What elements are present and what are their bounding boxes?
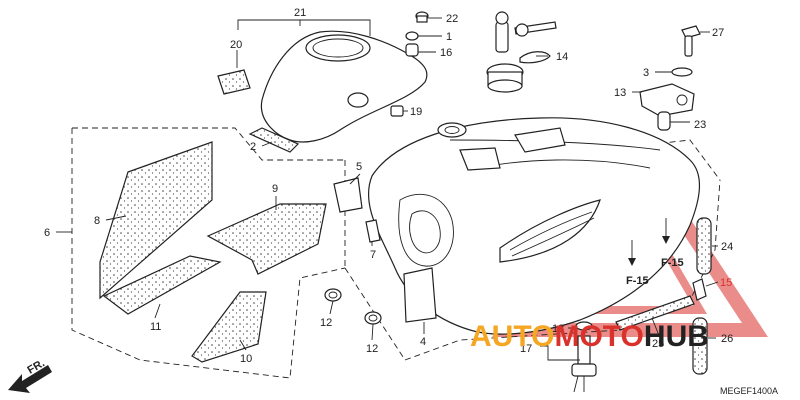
- watermark-text: AUTOMOTOHUB: [470, 320, 709, 353]
- callout-7: 7: [370, 249, 376, 261]
- f15-reference-2: F-15: [661, 257, 684, 269]
- part-15-clip: [692, 278, 707, 301]
- part-fuel-cap: [486, 11, 557, 93]
- part-19-nut: [390, 105, 404, 117]
- part-17-valve: [571, 335, 597, 393]
- callout-25: 25: [652, 338, 664, 350]
- part-5-pad: [333, 177, 363, 213]
- callout-1: 1: [446, 31, 452, 43]
- watermark-part-hub: HUB: [644, 320, 709, 353]
- part-7-pad: [365, 219, 381, 243]
- f15-marker-arrows: [628, 218, 670, 266]
- callout-15: 15: [720, 277, 732, 289]
- part-24-hose: [696, 217, 712, 275]
- callout-22: 22: [446, 13, 458, 25]
- leader-lines: [56, 17, 719, 361]
- part-23-cushion: [657, 111, 671, 131]
- watermark-part-moto: MOTO: [554, 320, 643, 353]
- callout-9: 9: [272, 183, 278, 195]
- callout-23: 23: [694, 119, 706, 131]
- callout-18: 18: [552, 323, 564, 335]
- callout-24: 24: [721, 241, 733, 253]
- callout-12-b: 12: [366, 343, 378, 355]
- callout-4: 4: [420, 336, 426, 348]
- part-26-hose: [692, 317, 708, 375]
- callout-16: 16: [440, 47, 452, 59]
- callout-17: 17: [520, 343, 532, 355]
- callout-14: 14: [556, 51, 568, 63]
- callout-6: 6: [44, 227, 50, 239]
- part-2-strip: [248, 127, 300, 153]
- part-13-bracket: [639, 83, 695, 117]
- callout-13: 13: [614, 87, 626, 99]
- callout-10: 10: [240, 353, 252, 365]
- callout-12-a: 12: [320, 317, 332, 329]
- part-10-pad: [191, 291, 267, 363]
- front-arrow-icon: [8, 365, 52, 393]
- part-18-washer: [575, 321, 593, 331]
- callout-20: 20: [230, 39, 242, 51]
- part-11-pad: [102, 255, 222, 315]
- callout-2: 2: [250, 141, 256, 153]
- part-27-bolt: [681, 25, 701, 57]
- diagram-code: MEGEF1400A: [720, 386, 778, 396]
- part-12-grommet-2: [364, 311, 382, 325]
- part-3-washer: [671, 67, 693, 77]
- f15-reference-1: F-15: [626, 275, 649, 287]
- part-8-side-pad: [99, 141, 213, 300]
- callout-3: 3: [643, 67, 649, 79]
- callout-11: 11: [150, 321, 161, 333]
- callout-26: 26: [721, 333, 733, 345]
- callout-19: 19: [410, 106, 422, 118]
- watermark-part-auto: AUTO: [470, 320, 554, 353]
- part-25-hose: [615, 295, 695, 331]
- part-meter-cover: [260, 30, 428, 143]
- callout-5: 5: [356, 161, 362, 173]
- callout-27: 27: [712, 27, 724, 39]
- callout-21: 21: [294, 7, 306, 19]
- part-20-pad: [217, 69, 251, 95]
- part-9-pad: [206, 203, 327, 275]
- part-4-pad: [403, 267, 437, 323]
- callout-8: 8: [94, 215, 100, 227]
- fuel-tank: [367, 117, 701, 335]
- part-screw-stack: [405, 11, 429, 57]
- part-12-grommet: [324, 288, 342, 302]
